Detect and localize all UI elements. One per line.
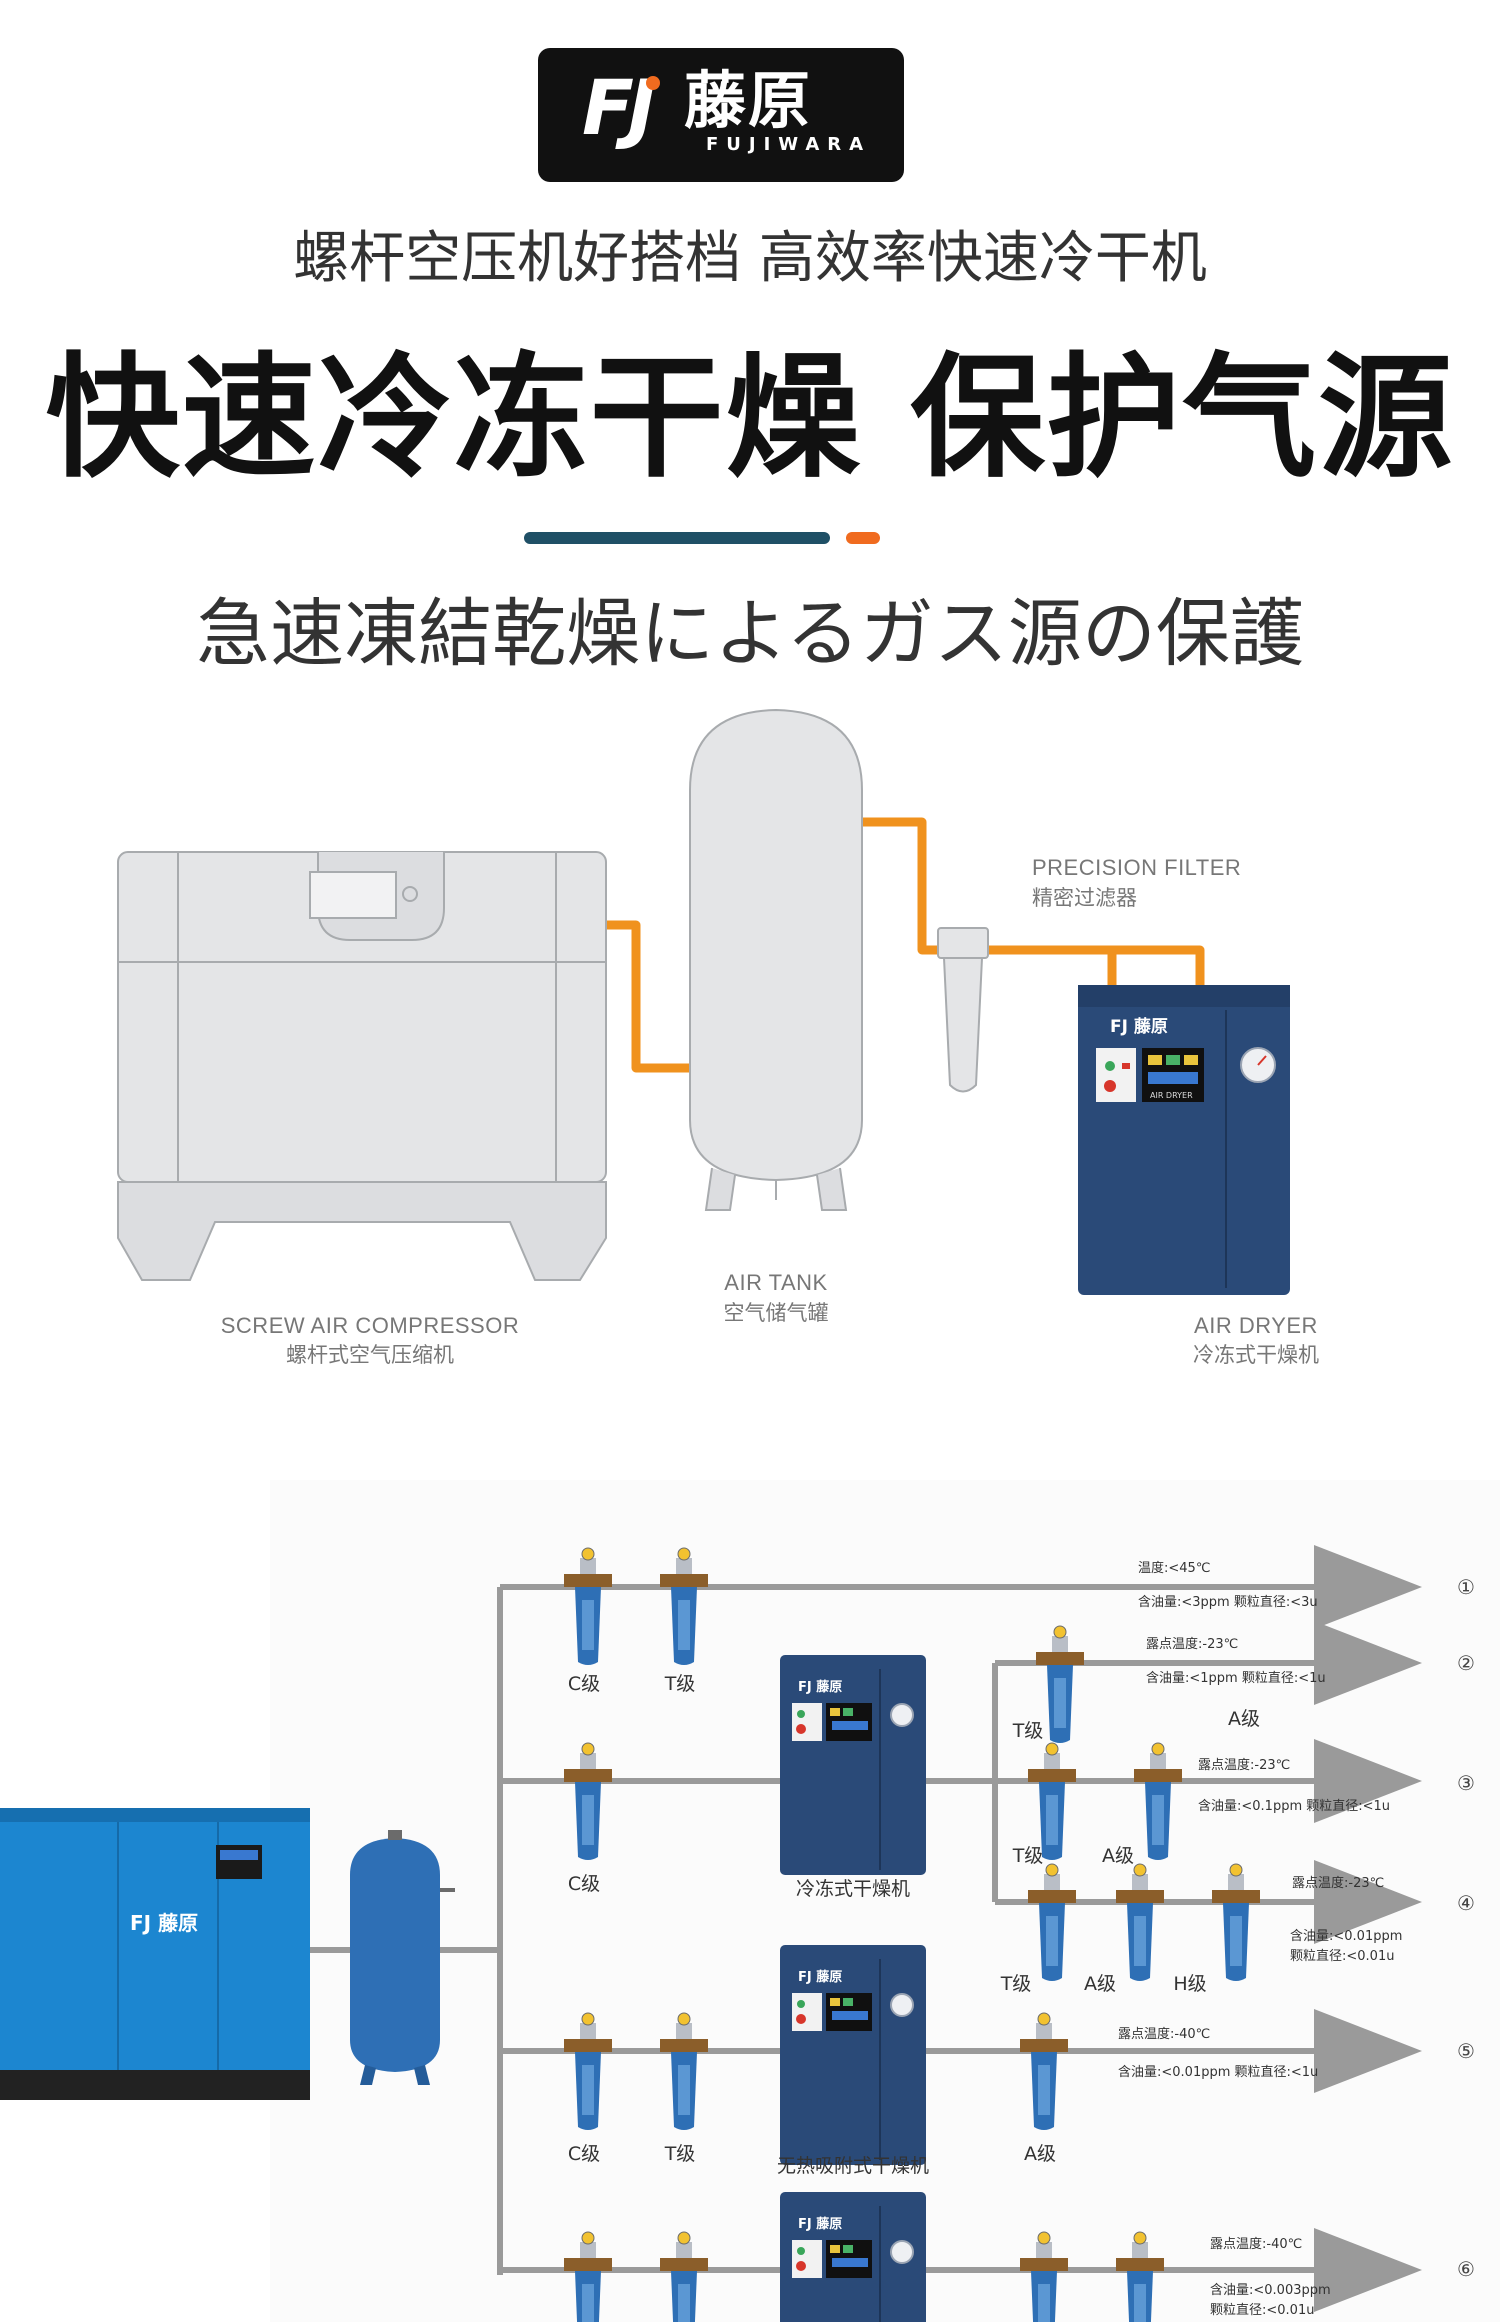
compressor-label-cn: 螺杆式空气压缩机	[286, 1343, 454, 1367]
logo-mark: FJ	[582, 63, 656, 152]
filter-label: C级	[568, 2143, 600, 2165]
tank-label-en: AIR TANK	[724, 1270, 827, 1295]
line-number-4: ④	[1457, 1891, 1475, 1915]
spec-line-1b: 含油量:<3ppm 颗粒直径:<3u	[1138, 1594, 1318, 1610]
filter-label: T级	[664, 1673, 696, 1695]
divider-accent	[846, 532, 880, 544]
line-number-6: ⑥	[1457, 2257, 1475, 2281]
divider-bar	[524, 532, 830, 544]
line-number-5: ⑤	[1457, 2039, 1475, 2063]
logo-dot	[646, 76, 660, 90]
air-pipes	[606, 817, 1205, 1073]
line-number-3: ③	[1457, 1771, 1475, 1795]
spec-line-4a: 露点温度:-23℃	[1292, 1875, 1384, 1891]
spec-text-group: 温度:<45℃ 含油量:<3ppm 颗粒直径:<3u 露点温度:-23℃ 含油量…	[1118, 1560, 1402, 2318]
filter-label: C级	[568, 1673, 600, 1695]
spec-line-6c: 颗粒直径:<0.01u	[1210, 2303, 1314, 2318]
spec-line-4c: 颗粒直径:<0.01u	[1290, 1949, 1394, 1964]
filter-label-en: PRECISION FILTER	[1032, 855, 1241, 880]
filter-label: A级	[1228, 1708, 1260, 1730]
line-number-1: ①	[1457, 1575, 1475, 1599]
dryer-logo: FJ 藤原	[1110, 1017, 1168, 1037]
dryer-badge: AIR DRYER	[1150, 1091, 1193, 1100]
filter-label: T级	[664, 2143, 696, 2165]
air-tank	[689, 708, 863, 1211]
filter-label: T级	[1000, 1973, 1032, 1995]
pipe-compressor-tank	[606, 920, 690, 1073]
adsorption-dryer-2	[779, 2191, 927, 2322]
svg-text:FJ 藤原: FJ 藤原	[130, 1911, 198, 1935]
dryer-label-en: AIR DRYER	[1194, 1313, 1318, 1338]
filter-label: A级	[1102, 1845, 1134, 1867]
spec-line-3a: 露点温度:-23℃	[1198, 1757, 1290, 1773]
filter-label: A级	[1084, 1973, 1116, 1995]
page-headline: 快速冷冻干燥 保护气源	[45, 340, 1455, 496]
adsorb-dryer-label: 无热吸附式干燥机	[777, 2155, 929, 2177]
spec-line-5b: 含油量:<0.01ppm 颗粒直径:<1u	[1118, 2064, 1318, 2080]
spec-line-2b: 含油量:<1ppm 颗粒直径:<1u	[1146, 1670, 1326, 1686]
line-number-2: ②	[1457, 1651, 1475, 1675]
japanese-title: 急速凍結乾燥によるガス源の保護	[196, 591, 1304, 677]
air-dryer: FJ 藤原 AIR DRYER	[1078, 985, 1290, 1295]
dryer-label-cn: 冷冻式干燥机	[1193, 1343, 1319, 1367]
compressor-label-en: SCREW AIR COMPRESSOR	[221, 1313, 519, 1338]
filter-label: A级	[1024, 2143, 1056, 2165]
page-subtitle: 螺杆空压机好搭档 高效率快速冷干机	[293, 226, 1207, 291]
spec-line-3b: 含油量:<0.1ppm 颗粒直径:<1u	[1198, 1798, 1390, 1814]
pipe-tank-filter-dryer	[862, 817, 1205, 985]
flow-air-tank	[350, 1830, 455, 2085]
spec-line-4b: 含油量:<0.01ppm	[1290, 1928, 1402, 1944]
tank-label-cn: 空气储气罐	[724, 1301, 829, 1325]
precision-filter	[937, 927, 989, 1093]
logo-name-en: FUJIWARA	[706, 134, 872, 155]
filter-label: T级	[1012, 1845, 1044, 1867]
spec-line-1a: 温度:<45℃	[1138, 1560, 1210, 1576]
spec-line-6a: 露点温度:-40℃	[1210, 2236, 1302, 2252]
filter-label: H级	[1173, 1973, 1206, 1995]
spec-line-2a: 露点温度:-23℃	[1146, 1636, 1238, 1652]
filter-label: C级	[568, 1873, 600, 1895]
logo-name-cn: 藤原	[684, 64, 813, 137]
spec-line-5a: 露点温度:-40℃	[1118, 2026, 1210, 2042]
spec-line-6b: 含油量:<0.003ppm	[1210, 2282, 1331, 2298]
refrig-dryer-label: 冷冻式干燥机	[796, 1878, 910, 1900]
screw-air-compressor	[117, 851, 607, 1281]
filter-label-cn: 精密过滤器	[1032, 886, 1137, 910]
filter-label: T级	[1012, 1720, 1044, 1742]
brand-logo: FJ 藤原 FUJIWARA	[538, 48, 904, 182]
adsorption-dryer	[779, 1944, 927, 2166]
compressor-unit-blue: FJ 藤原	[0, 1808, 310, 2100]
refrigerated-dryer	[779, 1654, 927, 1876]
line-numbers: ① ② ③ ④ ⑤ ⑥	[1457, 1575, 1475, 2281]
